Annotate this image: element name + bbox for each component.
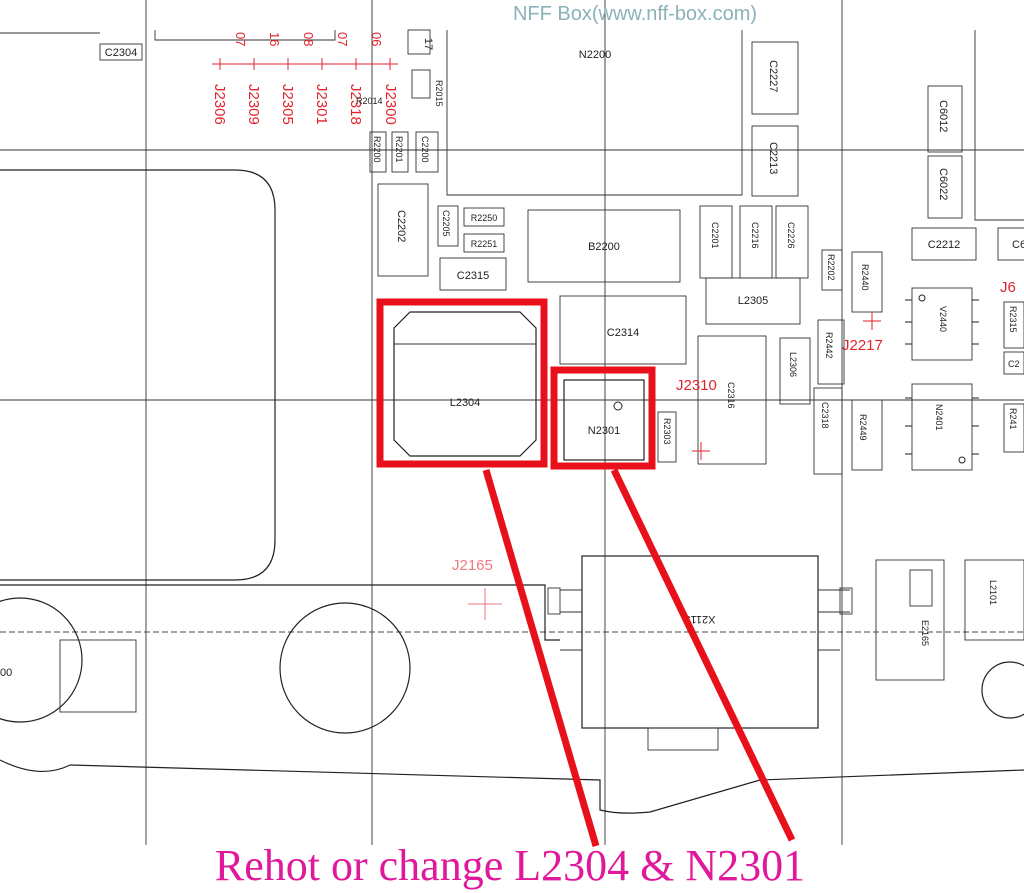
top-code-4: 07 xyxy=(335,32,350,46)
component-c6022: C6022 xyxy=(937,168,949,200)
test-point-j2165: J2165 xyxy=(452,557,493,574)
component-c2314: C2314 xyxy=(607,327,639,339)
component-l2306: L2306 xyxy=(788,352,798,377)
component-n2200: N2200 xyxy=(579,49,611,61)
component-00: 00 xyxy=(0,667,12,679)
test-point-j2217: J2217 xyxy=(842,337,883,354)
highlight-overlay xyxy=(376,298,796,847)
component-r2315: R2315 xyxy=(1008,306,1018,333)
component-c6012: C6012 xyxy=(937,100,949,132)
component-c2316: C2316 xyxy=(726,382,736,409)
component-r2201: R2201 xyxy=(394,136,404,163)
component-c2227: C2227 xyxy=(767,60,779,92)
component-e2165: E2165 xyxy=(920,620,930,646)
test-point-j2300: J2300 xyxy=(382,84,399,125)
component-r2251: R2251 xyxy=(471,239,498,249)
top-code-5: 06 xyxy=(369,32,384,46)
component-r2250: R2250 xyxy=(471,213,498,223)
component-c2205: C2205 xyxy=(441,210,451,237)
board-outline xyxy=(0,30,1024,814)
component-r2442: R2442 xyxy=(824,332,834,359)
component-c2: C2 xyxy=(1008,359,1020,369)
component-b2200: B2200 xyxy=(588,241,620,253)
component-c2226: C2226 xyxy=(786,222,796,249)
leader-line-n2301 xyxy=(610,468,796,842)
component-r2014: R2014 xyxy=(356,96,383,106)
component-x2115-body: X2115 xyxy=(547,555,853,751)
component-c2216: C2216 xyxy=(750,222,760,249)
highlight-box-n2301 xyxy=(550,366,656,470)
test-point-j2318: J2318 xyxy=(347,84,364,125)
component-c2315: C2315 xyxy=(457,270,489,282)
component-c2200: C2200 xyxy=(420,136,430,163)
component-r241: R241 xyxy=(1008,408,1018,430)
component-r2015: R2015 xyxy=(434,80,444,107)
test-point-j6: J6 xyxy=(1000,279,1016,296)
component-c2212: C2212 xyxy=(928,239,960,251)
top-code-1: 07 xyxy=(233,32,248,46)
instruction-caption: Rehot or change L2304 & N2301 xyxy=(215,841,805,890)
component-x2115: X2115 xyxy=(685,613,716,625)
component-n2301-body: N2301 xyxy=(563,379,645,461)
highlight-box-l2304 xyxy=(376,298,548,468)
component-v2440: V2440 xyxy=(938,306,948,332)
component-r2202: R2202 xyxy=(826,254,836,281)
test-point-j2306: J2306 xyxy=(211,84,228,125)
component-c2201: C2201 xyxy=(710,222,720,249)
component-n2301: N2301 xyxy=(588,425,620,437)
test-point-j2301: J2301 xyxy=(313,84,330,125)
component-r2440: R2440 xyxy=(860,264,870,291)
component-c2213: C2213 xyxy=(767,142,779,174)
component-n2401: N2401 xyxy=(934,404,944,431)
component-l2304-body: L2304 xyxy=(393,311,537,457)
test-point-j2309: J2309 xyxy=(245,84,262,125)
component-r2303: R2303 xyxy=(662,418,672,445)
component-17: 17 xyxy=(422,38,434,50)
component-c2318: C2318 xyxy=(820,402,830,429)
test-point-j2310: J2310 xyxy=(676,377,717,394)
test-point-group-top: J2306 J2309 J2305 J2301 J2318 J2300 07 1… xyxy=(211,32,399,125)
test-point-j2305: J2305 xyxy=(279,84,296,125)
component-c2202: C2202 xyxy=(395,210,407,242)
component-l2101: L2101 xyxy=(988,580,998,605)
component-r2449: R2449 xyxy=(858,414,868,441)
grid-lines xyxy=(0,0,1024,845)
component-r2200: R2200 xyxy=(372,136,382,163)
component-c2304: C2304 xyxy=(105,47,137,59)
component-l2304: L2304 xyxy=(450,397,481,409)
watermark: NFF Box(www.nff-box.com) xyxy=(513,3,757,25)
component-l2305: L2305 xyxy=(738,295,769,307)
top-code-3: 08 xyxy=(301,32,316,46)
component-c6: C6 xyxy=(1012,239,1024,251)
top-code-2: 16 xyxy=(267,32,282,46)
leader-line-l2304 xyxy=(482,469,600,847)
